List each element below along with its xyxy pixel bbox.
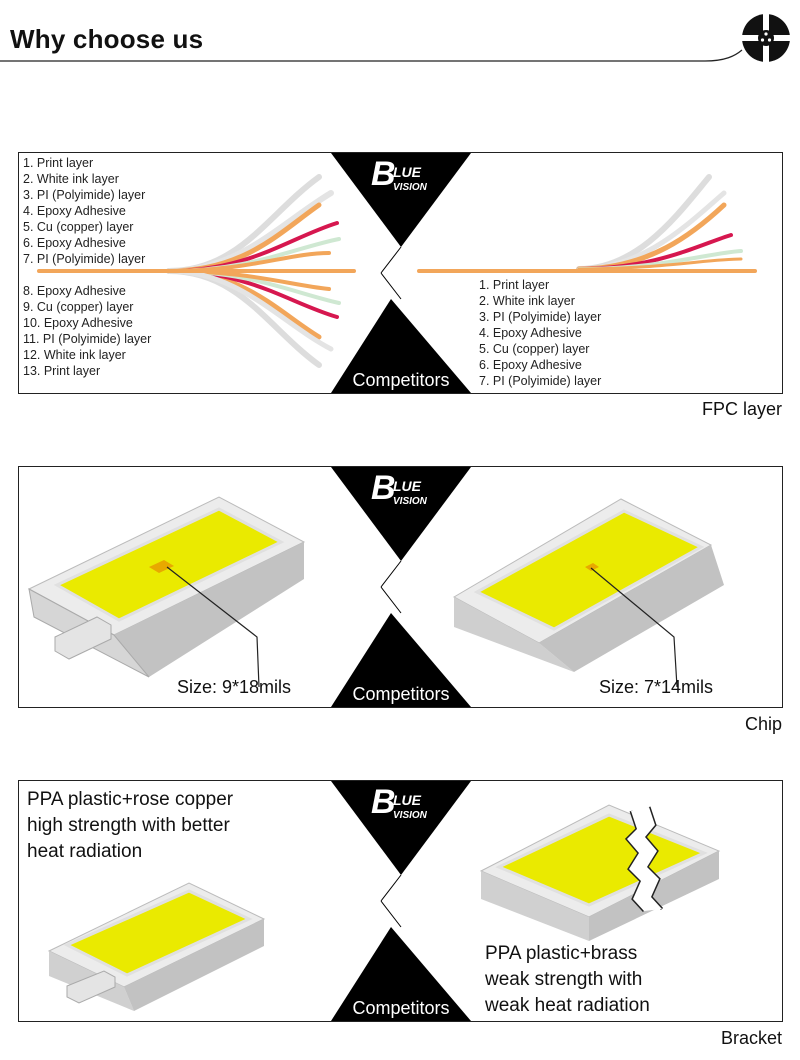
- layer-item: 11. PI (Polyimide) layer: [23, 332, 152, 346]
- layer-item: 4. Epoxy Adhesive: [23, 204, 126, 218]
- layer-item: 7. PI (Polyimide) layer: [23, 252, 146, 266]
- layer-item: 13. Print layer: [23, 364, 101, 378]
- blue-layer-list-top: 1. Print layer 2. White ink layer 3. PI …: [23, 155, 145, 267]
- svg-text:LUE: LUE: [393, 478, 422, 494]
- layer-item: 8. Epoxy Adhesive: [23, 284, 126, 298]
- description-line: high strength with better: [27, 815, 230, 836]
- layer-item: 5. Cu (copper) layer: [23, 220, 134, 234]
- svg-text:LUE: LUE: [393, 792, 422, 808]
- description-line: PPA plastic+brass: [485, 943, 638, 964]
- chip-illustration: B LUE VISION: [27, 467, 724, 707]
- fpc-comparison-panel: B LUE VISION 1. Print layer 2. White ink…: [18, 152, 783, 394]
- description-line: heat radiation: [27, 841, 143, 862]
- led-chip-competitor: [452, 498, 724, 688]
- section-label-fpc: FPC layer: [701, 399, 782, 419]
- page-title: Why choose us: [10, 24, 204, 54]
- layer-item: 3. PI (Polyimide) layer: [479, 310, 602, 324]
- svg-text:VISION: VISION: [393, 182, 428, 193]
- layer-item: 1. Print layer: [479, 278, 550, 292]
- blue-layer-list-bottom: 8. Epoxy Adhesive 9. Cu (copper) layer 1…: [23, 283, 151, 379]
- bracket-competitor-description: PPA plastic+brass weak strength with wea…: [485, 941, 650, 1019]
- layer-item: 10. Epoxy Adhesive: [23, 316, 133, 330]
- bracket-blue-description: PPA plastic+rose copper high strength wi…: [27, 787, 233, 865]
- competitors-label: Competitors: [352, 370, 450, 390]
- svg-text:B: B: [371, 155, 396, 193]
- layer-item: 7. PI (Polyimide) layer: [479, 374, 602, 388]
- led-bracket-competitor: [479, 804, 721, 941]
- section-label-chip: Chip: [744, 714, 782, 734]
- layer-item: 1. Print layer: [23, 156, 94, 170]
- bracket-comparison-panel: B LUE VISION PPA plastic+rose copper hig…: [18, 780, 783, 1022]
- section-label-bracket: Bracket: [720, 1028, 782, 1048]
- chip-comparison-panel: B LUE VISION Size: 9*18mils Size: 7*14mi…: [18, 466, 783, 708]
- layer-item: 6. Epoxy Adhesive: [479, 358, 582, 372]
- layer-item: 9. Cu (copper) layer: [23, 300, 134, 314]
- fpc-illustration: B LUE VISION: [37, 153, 757, 393]
- competitors-label: Competitors: [352, 998, 450, 1018]
- led-bracket-blue: [47, 882, 266, 1011]
- brand-logo-icon: [742, 14, 790, 62]
- svg-text:B: B: [371, 783, 396, 821]
- svg-text:LUE: LUE: [393, 164, 422, 180]
- layer-item: 3. PI (Polyimide) layer: [23, 188, 146, 202]
- svg-text:B: B: [371, 469, 396, 507]
- layer-item: 6. Epoxy Adhesive: [23, 236, 126, 250]
- layer-item: 4. Epoxy Adhesive: [479, 326, 582, 340]
- led-chip-blue: [27, 496, 306, 688]
- competitors-label: Competitors: [352, 684, 450, 704]
- layer-item: 2. White ink layer: [23, 172, 119, 186]
- layer-item: 2. White ink layer: [479, 294, 575, 308]
- svg-text:VISION: VISION: [393, 496, 428, 507]
- svg-text:VISION: VISION: [393, 810, 428, 821]
- blue-vision-logo-icon: B LUE VISION: [371, 469, 428, 507]
- chip-size-blue: Size: 9*18mils: [177, 677, 292, 697]
- chip-size-competitor: Size: 7*14mils: [599, 677, 714, 697]
- description-line: PPA plastic+rose copper: [27, 789, 234, 810]
- blue-vision-logo-icon: B LUE VISION: [371, 783, 428, 821]
- bracket-illustration: B LUE VISION: [47, 781, 721, 1021]
- layer-item: 5. Cu (copper) layer: [479, 342, 590, 356]
- description-line: weak heat radiation: [485, 995, 650, 1016]
- blue-vision-logo-icon: B LUE VISION: [371, 155, 428, 193]
- description-line: weak strength with: [485, 969, 643, 990]
- competitor-layer-list: 1. Print layer 2. White ink layer 3. PI …: [479, 277, 601, 389]
- layer-item: 12. White ink layer: [23, 348, 126, 362]
